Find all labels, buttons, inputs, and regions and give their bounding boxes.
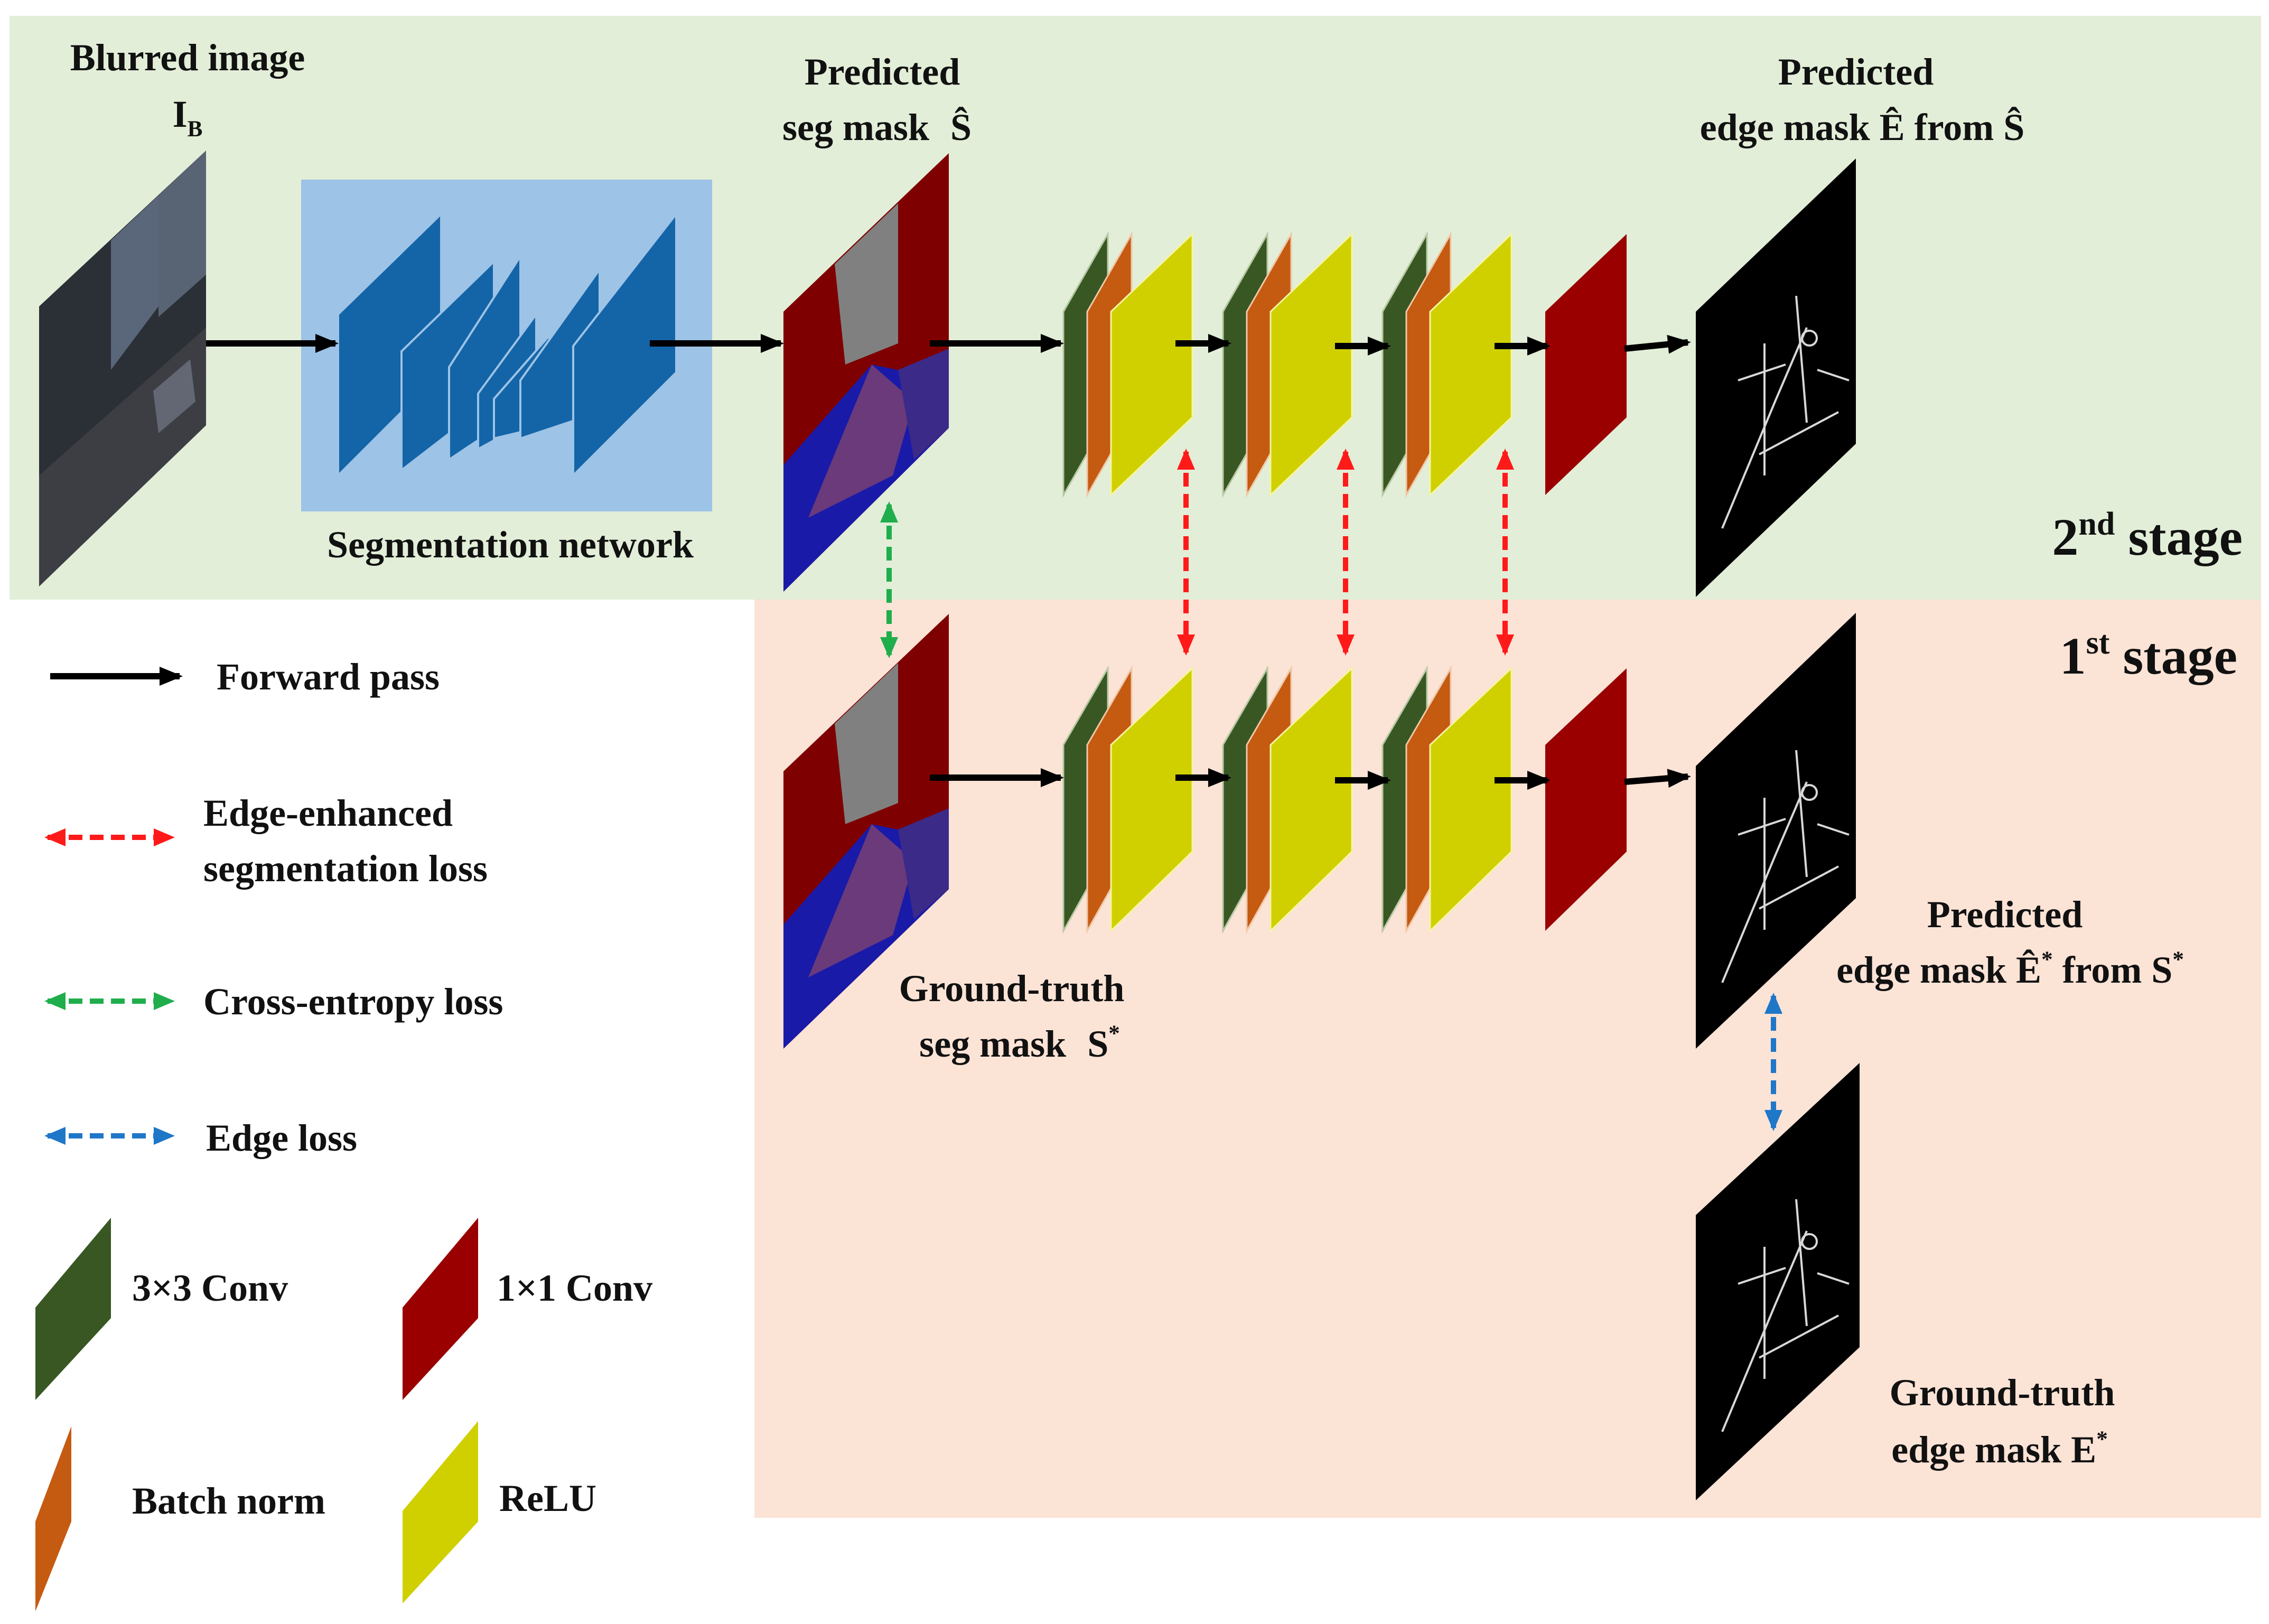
legend-cross-entropy-label: Cross-entropy loss <box>203 981 503 1023</box>
predicted-edge-mask-stage1 <box>1696 613 1856 1049</box>
relu-layer <box>1269 666 1353 933</box>
edge-enhanced-seg-loss-arrows <box>1177 449 1514 656</box>
relu-layer <box>1429 666 1512 933</box>
predicted-edge-mask-gt-title: Predicted <box>1927 893 2083 936</box>
predicted-edge-mask-title: Predicted <box>1778 51 1934 93</box>
ground-truth-edge-mask-label: edge mask E* <box>1891 1427 2108 1471</box>
legend-batchnorm-label: Batch norm <box>132 1480 325 1522</box>
legend-edge-seg-label-1: Edge-enhanced <box>203 792 453 834</box>
stage2-block-1 <box>1062 231 1193 498</box>
stage1-block-2 <box>1222 665 1353 934</box>
predicted-seg-mask-title: Predicted <box>805 51 960 93</box>
blurred-image <box>39 151 206 586</box>
stage1-block-1 <box>1062 665 1193 934</box>
forward-arrows-stage1 <box>930 768 1691 790</box>
legend-conv3-swatch <box>35 1218 111 1400</box>
stage2-conv1x1-layer <box>1545 234 1627 495</box>
segmentation-network-label: Segmentation network <box>327 524 694 566</box>
legend-relu-swatch <box>403 1421 478 1603</box>
stage2-block-3 <box>1381 231 1512 498</box>
legend-forward-label: Forward pass <box>217 656 440 698</box>
ground-truth-edge-mask <box>1696 1063 1860 1500</box>
stage1-block-3 <box>1381 665 1512 934</box>
blurred-image-symbol: IB <box>173 93 203 142</box>
forward-arrows-stage2 <box>206 334 1691 356</box>
legend: Forward pass Edge-enhanced segmentation … <box>35 656 652 1611</box>
legend-conv3-label: 3×3 Conv <box>132 1267 288 1309</box>
stage1-label: 1st stage <box>2060 625 2237 685</box>
relu-layer <box>1429 232 1512 497</box>
legend-batchnorm-swatch <box>35 1426 71 1611</box>
segmentation-network-layers <box>337 211 677 478</box>
relu-layer <box>1110 232 1193 497</box>
relu-layer <box>1110 666 1193 933</box>
ground-truth-edge-mask-title: Ground-truth <box>1890 1371 2115 1414</box>
stage1-conv1x1-layer <box>1545 668 1627 931</box>
stage2-label: 2nd stage <box>2052 506 2243 566</box>
legend-conv1-swatch <box>403 1218 478 1400</box>
ground-truth-seg-mask <box>783 614 949 1049</box>
predicted-edge-mask-stage2 <box>1696 158 1856 597</box>
legend-conv1-label: 1×1 Conv <box>497 1267 652 1309</box>
relu-layer <box>1269 232 1353 497</box>
stage2-block-2 <box>1222 231 1353 498</box>
predicted-edge-mask-gt-label: edge mask Ê* from S* <box>1836 947 2184 991</box>
predicted-edge-mask-label: edge mask Ê from Ŝ <box>1700 106 2025 148</box>
legend-relu-label: ReLU <box>499 1477 596 1519</box>
predicted-seg-mask <box>783 153 949 592</box>
legend-edge-loss-label: Edge loss <box>206 1117 357 1159</box>
blurred-image-label: Blurred image <box>70 36 305 79</box>
ground-truth-seg-mask-title: Ground-truth <box>899 967 1125 1010</box>
legend-edge-seg-label-2: segmentation loss <box>203 847 488 890</box>
